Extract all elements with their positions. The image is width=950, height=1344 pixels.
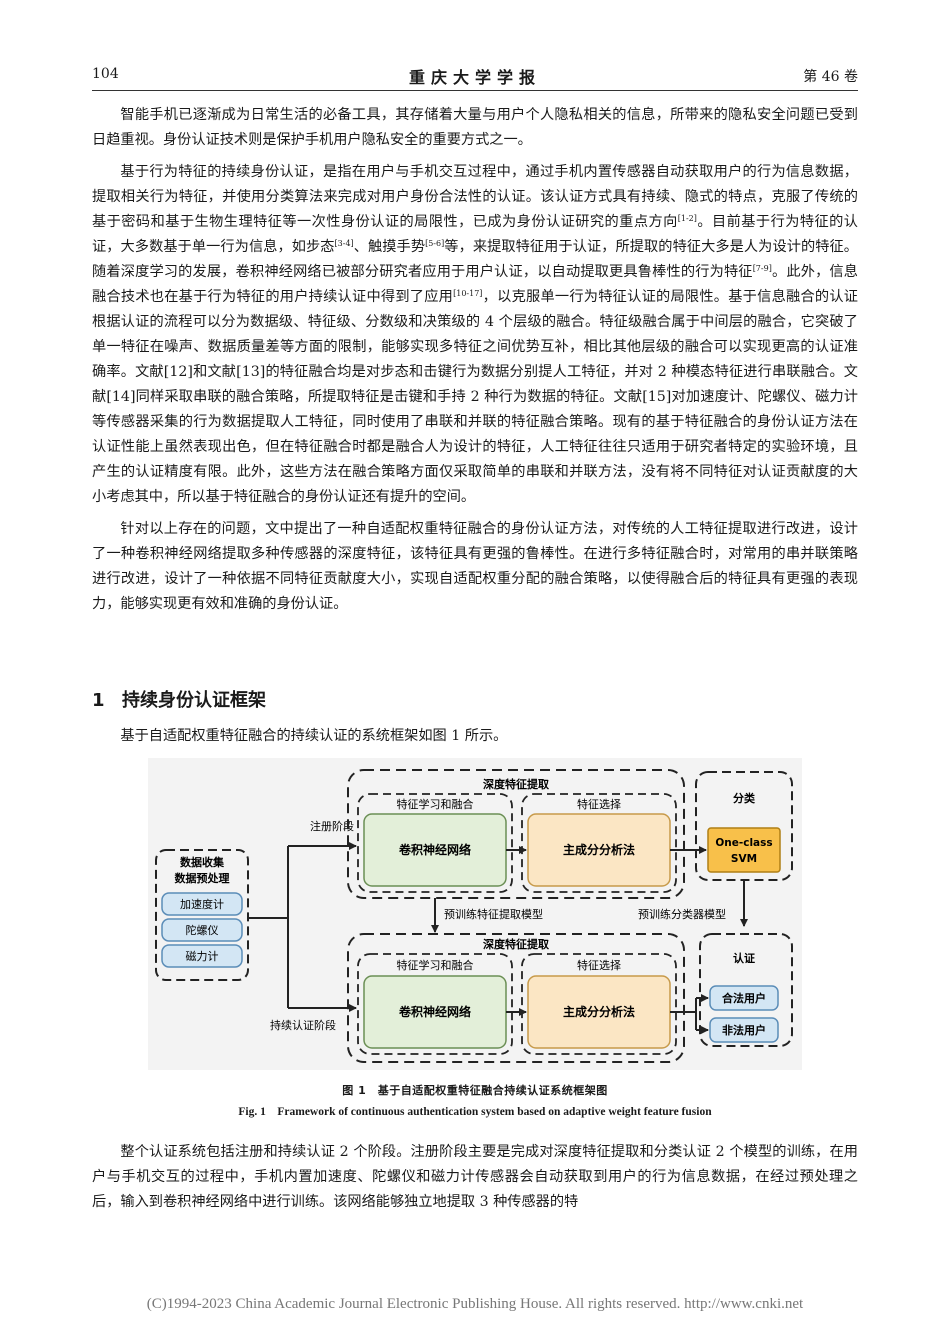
deep-feature-label-top: 深度特征提取: [483, 777, 549, 791]
citation: [7-9]: [752, 264, 772, 273]
citation: [1-2]: [677, 214, 697, 223]
volume-label: 第 46 卷: [803, 69, 858, 85]
continuous-stage-label: 持续认证阶段: [270, 1018, 336, 1032]
cnn-label-top: 卷积神经网络: [398, 842, 471, 857]
pretrained-classifier-model-label: 预训练分类器模型: [638, 907, 726, 921]
pca-label-bottom: 主成分分析法: [563, 1004, 635, 1019]
feature-learning-label-bottom: 特征学习和融合: [397, 958, 474, 972]
section-title: 持续身份认证框架: [122, 690, 266, 711]
deep-feature-box-bottom: [347, 933, 685, 1063]
section-intro: 基于自适配权重特征融合的持续认证的系统框架如图 1 所示。: [92, 724, 858, 749]
gyroscope-label: 陀螺仪: [186, 923, 219, 937]
feature-select-label-bottom: 特征选择: [577, 958, 621, 972]
data-collection-label: 数据收集: [180, 855, 225, 869]
framework-figure: 数据收集 数据预处理 加速度计 陀螺仪 磁力计 注册阶段 持续认证阶段 深度特征…: [148, 758, 802, 1070]
illegal-user-box: [709, 1017, 779, 1043]
cnn-label-bottom: 卷积神经网络: [398, 1004, 471, 1019]
magnetometer-box: [161, 944, 243, 968]
journal-title: 重庆大学学报: [408, 68, 541, 87]
magnetometer-label: 磁力计: [186, 950, 219, 963]
page-number: 104: [92, 66, 119, 82]
citation: [10-17]: [453, 289, 483, 298]
legal-user-label: 合法用户: [722, 991, 766, 1005]
svm-label-1: One-class: [715, 837, 772, 849]
figure-caption-en: Fig. 1 Framework of continuous authentic…: [238, 1106, 712, 1118]
section-number: 1: [92, 690, 105, 711]
deep-feature-label-bottom: 深度特征提取: [483, 937, 549, 951]
svm-label-2: SVM: [731, 853, 757, 865]
illegal-user-label: 非法用户: [722, 1023, 766, 1037]
deep-feature-box-top: [347, 769, 685, 899]
svm-box: [707, 827, 781, 873]
paragraph-4: 基于自适配权重特征融合的持续认证的系统框架如图 1 所示。: [120, 728, 508, 744]
paragraph-5: 整个认证系统包括注册和持续认证 2 个阶段。注册阶段主要是完成对深度特征提取和分…: [92, 1144, 858, 1210]
citation: [5-6]: [425, 239, 445, 248]
auth-label: 认证: [733, 951, 755, 965]
data-collection-box: [155, 849, 249, 981]
body-text-after-figure: 整个认证系统包括注册和持续认证 2 个阶段。注册阶段主要是完成对深度特征提取和分…: [92, 1140, 858, 1215]
accelerometer-label: 加速度计: [180, 897, 224, 911]
pca-label-top: 主成分分析法: [563, 842, 635, 857]
paragraph-2: 基于行为特征的持续身份认证，是指在用户与手机交互过程中，通过手机内置传感器自动获…: [92, 164, 858, 505]
intro-text: 智能手机已逐渐成为日常生活的必备工具，其存储着大量与用户个人隐私相关的信息，所带…: [92, 103, 858, 617]
copyright-footer: (C)1994-2023 China Academic Journal Elec…: [146, 1296, 804, 1312]
pretrained-feature-model-label: 预训练特征提取模型: [444, 907, 543, 921]
gyroscope-box: [161, 918, 243, 942]
paragraph-3: 针对以上存在的问题，文中提出了一种自适配权重特征融合的身份认证方法，对传统的人工…: [92, 521, 858, 612]
paragraph-1: 智能手机已逐渐成为日常生活的必备工具，其存储着大量与用户个人隐私相关的信息，所带…: [92, 107, 858, 148]
legal-user-box: [709, 985, 779, 1011]
auth-box: [699, 933, 793, 1047]
figure-caption-cn: 图 1 基于自适配权重特征融合持续认证系统框架图: [342, 1084, 608, 1097]
register-stage-label: 注册阶段: [310, 819, 354, 833]
feature-learning-label-top: 特征学习和融合: [397, 797, 474, 811]
section-heading: 1 持续身份认证框架: [92, 686, 266, 712]
page-header: 104 重庆大学学报 第 46 卷: [92, 64, 858, 91]
citation: [3-4]: [334, 239, 354, 248]
accelerometer-box: [161, 892, 243, 916]
classification-label: 分类: [733, 791, 756, 805]
preprocessing-label: 数据预处理: [175, 871, 230, 885]
framework-diagram: 数据收集 数据预处理 加速度计 陀螺仪 磁力计 注册阶段 持续认证阶段 深度特征…: [155, 769, 793, 1063]
feature-select-label-top: 特征选择: [577, 797, 621, 811]
